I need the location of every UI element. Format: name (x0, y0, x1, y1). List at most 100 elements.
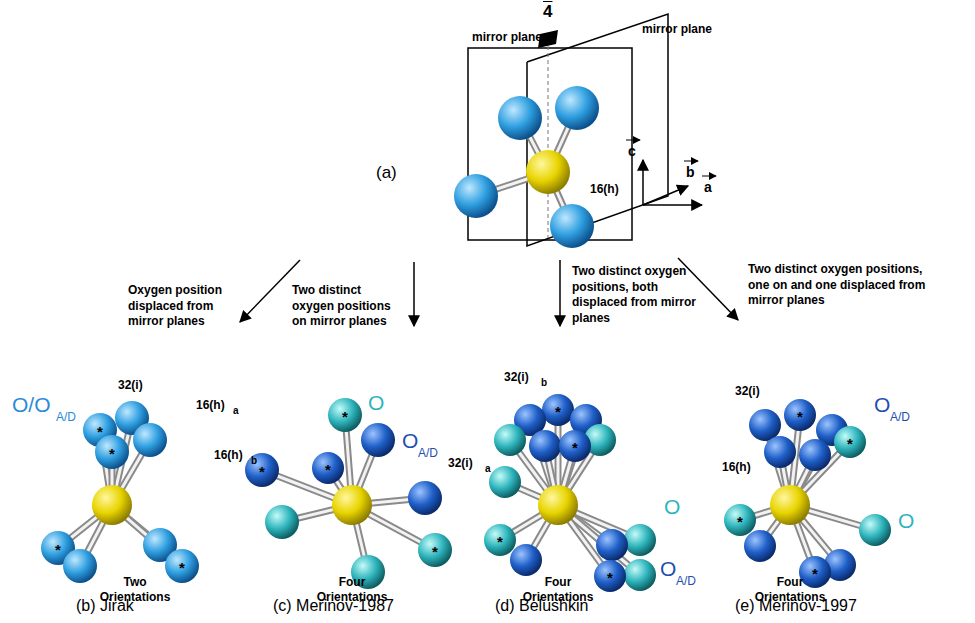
branch-arrow (413, 262, 415, 326)
oxygen-atom (454, 174, 498, 218)
central-atom (770, 485, 810, 525)
oxygen-atom (559, 430, 591, 462)
oxygen-atom (799, 439, 831, 471)
axis-label: a (704, 179, 712, 196)
site-marker: * (342, 409, 348, 424)
site-marker: * (812, 566, 818, 581)
oxygen-atom (834, 426, 866, 458)
vector-mark (702, 176, 716, 177)
central-atom (332, 485, 372, 525)
vector-mark (684, 161, 698, 162)
site-subscript: a (233, 405, 239, 417)
symmetry-label: 4 (543, 2, 552, 22)
axis-label: c (628, 143, 636, 160)
oxygen-atom (624, 524, 656, 556)
oxygen-atom (63, 549, 97, 583)
oxygen-atom (312, 452, 344, 484)
central-atom (92, 485, 132, 525)
oxygen-atom (764, 436, 796, 468)
site-subscript: b (251, 455, 257, 467)
vector-mark (626, 140, 640, 141)
site-marker: * (325, 462, 331, 477)
oxygen-subscript: A/D (418, 446, 438, 460)
site-marker: * (847, 436, 853, 451)
oxygen-subscript: A/D (56, 410, 76, 424)
oxygen-atom (555, 86, 599, 130)
site-subscript: b (541, 377, 547, 389)
site-subscript: a (485, 463, 491, 475)
oxygen-atom (624, 559, 656, 591)
central-atom (526, 150, 570, 194)
molecule (484, 394, 656, 592)
oxygen-atom (744, 530, 776, 562)
plane-label: mirror plane (472, 30, 542, 44)
branch-arrow (678, 258, 738, 320)
branch-arrow (240, 260, 300, 322)
panel-caption: (b) Jirak (76, 596, 134, 615)
site-label: 16(h) (196, 398, 225, 412)
rotoinversion-axis (548, 46, 549, 238)
central-atom (538, 485, 578, 525)
branch-note: Two distinct oxygen positions on mirror … (292, 283, 402, 330)
oxygen-atom (498, 96, 542, 140)
site-marker: * (55, 542, 61, 557)
oxygen-atom (265, 505, 299, 539)
site-label: 16(h) (722, 460, 751, 474)
oxygen-atom (484, 524, 516, 556)
panel-caption: (c) Merinov-1987 (273, 596, 394, 615)
panel-caption: (e) Merinov-1997 (735, 596, 857, 615)
site-marker: * (607, 570, 613, 585)
oxygen-label: O (660, 556, 676, 581)
site-marker: * (97, 424, 103, 439)
oxygen-atom (489, 466, 521, 498)
site-marker: * (259, 464, 265, 479)
site-marker: * (737, 514, 743, 529)
branch-note: Oxygen position displaced from mirror pl… (128, 283, 232, 330)
oxygen-atom (550, 204, 594, 248)
oxygen-atom (165, 549, 199, 583)
oxygen-atom (859, 514, 891, 546)
oxygen-atom (542, 394, 574, 426)
axis-arrow (643, 186, 688, 205)
oxygen-atom (95, 435, 129, 469)
site-marker: * (572, 440, 578, 455)
molecule (724, 399, 891, 588)
oxygen-atom (510, 544, 542, 576)
site-marker: * (109, 446, 115, 461)
molecule (41, 401, 199, 583)
site-label: 16(h) (590, 182, 619, 196)
site-label: 32(i) (504, 370, 529, 384)
molecule (245, 398, 452, 589)
panel-label: (a) (376, 163, 397, 183)
oxygen-label: O (874, 392, 890, 417)
axis-label: b (686, 164, 695, 181)
branch-note: Two distinct oxygen positions, one on an… (748, 262, 938, 309)
oxygen-atom (724, 504, 756, 536)
mirror-plane (468, 48, 632, 240)
site-label: 16(h) (214, 448, 243, 462)
oxygen-atom (594, 560, 626, 592)
panel-caption: (d) Belushkin (495, 596, 588, 615)
oxygen-subscript: A/D (890, 410, 910, 424)
oxygen-atom (408, 481, 442, 515)
oxygen-atom (784, 399, 816, 431)
oxygen-atom (361, 423, 395, 457)
oxygen-label: O (898, 508, 914, 533)
oxygen-atom (133, 423, 167, 457)
oxygen-atom (799, 556, 831, 588)
oxygen-label: O (664, 494, 680, 519)
oxygen-atom (245, 453, 279, 487)
molecule (454, 86, 599, 248)
site-marker: * (797, 409, 803, 424)
site-label: 32(i) (735, 384, 760, 398)
site-label: 32(i) (118, 378, 143, 392)
site-label: 32(i) (448, 456, 473, 470)
plane-label: mirror plane (642, 22, 712, 36)
oxygen-subscript: A/D (676, 574, 696, 588)
oxygen-atom (494, 424, 526, 456)
oxygen-atom (529, 430, 561, 462)
site-marker: * (432, 544, 438, 559)
site-marker: * (179, 560, 185, 575)
oxygen-label: O/O (12, 392, 51, 417)
